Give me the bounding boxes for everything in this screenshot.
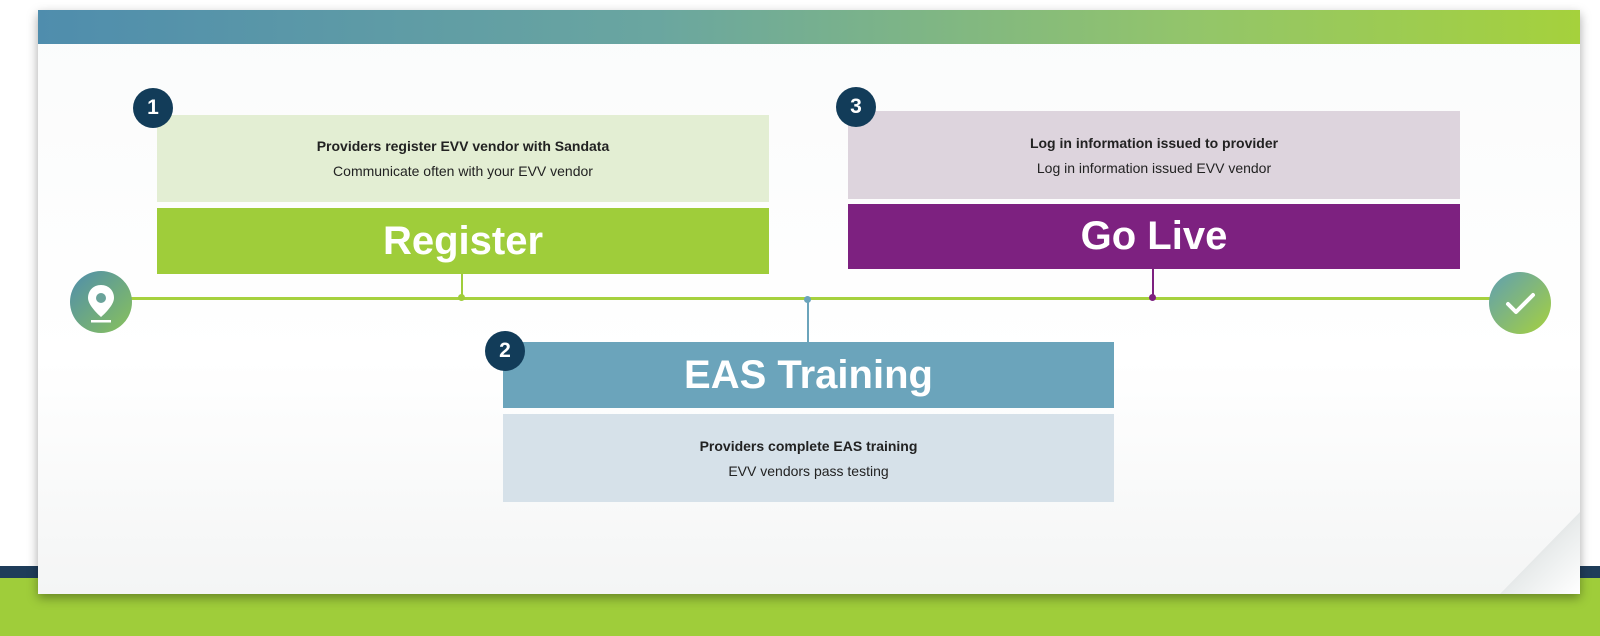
eas-training-title: EAS Training <box>684 352 933 397</box>
gradient-header-bar <box>38 10 1580 44</box>
eas-training-info-box: Providers complete EAS training EVV vend… <box>503 414 1114 502</box>
checkmark-icon <box>1489 272 1551 334</box>
go-live-connector <box>1152 269 1154 298</box>
location-pin-icon <box>70 271 132 333</box>
register-title: Register <box>382 218 544 263</box>
register-line-2: Communicate often with your EVV vendor <box>333 163 593 179</box>
register-info-box: Providers register EVV vendor with Sanda… <box>157 115 769 202</box>
step-1-badge: 1 <box>133 88 173 128</box>
register-line-1: Providers register EVV vendor with Sanda… <box>316 138 610 154</box>
eas-training-line-1: Providers complete EAS training <box>699 437 918 454</box>
eas-training-title-bar: EAS Training <box>503 342 1114 408</box>
go-live-timeline-dot <box>1149 294 1156 301</box>
timeline-line <box>100 297 1500 300</box>
go-live-title-bar: Go Live <box>848 204 1460 269</box>
page-curl <box>1500 512 1580 594</box>
eas-timeline-dot <box>804 296 811 303</box>
step-3-badge: 3 <box>836 87 876 127</box>
register-title-bar: Register <box>157 208 769 274</box>
eas-connector <box>807 302 809 342</box>
go-live-line-2: Log in information issued EVV vendor <box>1036 159 1272 176</box>
register-timeline-dot <box>458 294 465 301</box>
register-connector <box>461 274 463 298</box>
eas-training-line-2: EVV vendors pass testing <box>728 462 889 479</box>
go-live-title: Go Live <box>1080 214 1228 258</box>
go-live-line-1: Log in information issued to provider <box>1029 134 1279 151</box>
go-live-info-box: Log in information issued to provider Lo… <box>848 111 1460 199</box>
step-2-badge: 2 <box>485 331 525 371</box>
